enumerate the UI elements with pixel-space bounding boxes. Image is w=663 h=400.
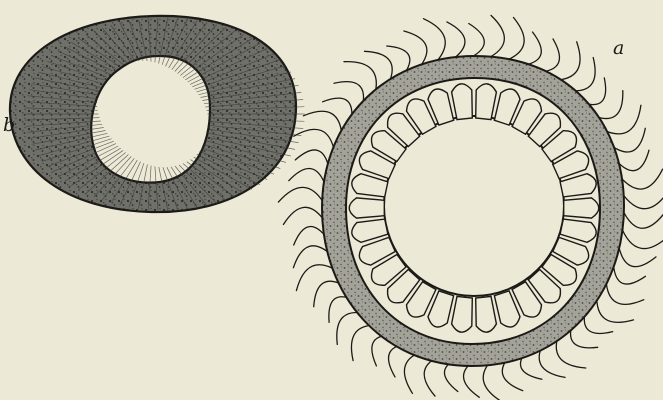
ring-a-cell xyxy=(352,219,388,242)
ring-a-cell xyxy=(560,219,596,242)
ring-a-cell xyxy=(352,174,388,197)
cilium xyxy=(613,264,645,285)
label-b: b xyxy=(3,114,15,136)
cilium xyxy=(294,129,335,152)
cilium xyxy=(606,279,644,304)
cilium xyxy=(619,247,656,267)
ring-a-cell xyxy=(564,198,599,218)
ring-a-cell xyxy=(476,296,497,332)
cilium xyxy=(616,150,649,170)
cilium xyxy=(622,230,663,249)
label-a: a xyxy=(613,37,624,59)
cilium xyxy=(278,187,324,203)
cilium xyxy=(505,18,525,62)
ring-a-cell xyxy=(560,174,596,197)
cilium xyxy=(597,294,634,322)
cilium xyxy=(623,191,663,208)
cilium xyxy=(621,169,663,189)
ring-a-cell xyxy=(476,84,497,120)
cilium xyxy=(295,150,329,169)
cilium xyxy=(469,24,485,59)
ring-a-cell xyxy=(349,198,384,218)
cilium xyxy=(447,22,465,60)
cilium xyxy=(424,19,446,63)
cilium xyxy=(602,105,641,134)
ring-a-cell xyxy=(452,296,473,332)
cilium xyxy=(283,207,324,224)
panel-b-thick-ring: b xyxy=(3,16,305,212)
panel-a-ciliated-ring: a xyxy=(278,15,663,400)
cilium xyxy=(487,15,504,58)
ring-a-cell xyxy=(452,84,473,120)
cilium xyxy=(624,213,663,229)
cilium xyxy=(303,111,342,136)
cilium xyxy=(294,227,327,245)
cilium xyxy=(289,169,326,187)
cilium xyxy=(344,62,376,96)
